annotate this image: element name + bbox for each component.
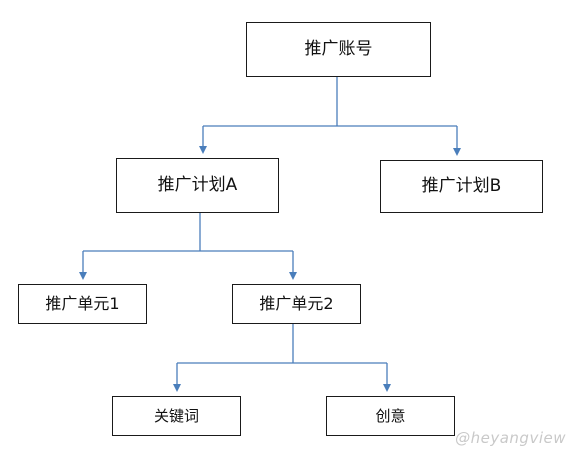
node-label: 推广计划A [157,175,238,195]
node-label: 推广账号 [304,39,373,59]
node-label: 推广单元2 [259,294,334,313]
node-promotion-account: 推广账号 [246,22,431,77]
node-label: 推广单元1 [45,294,120,313]
node-promotion-plan-a: 推广计划A [116,158,279,213]
node-label: 推广计划B [421,176,502,196]
node-promotion-plan-b: 推广计划B [380,160,543,213]
node-label: 创意 [375,406,406,425]
node-label: 关键词 [153,406,199,425]
watermark: @heyangview [455,429,566,447]
node-promotion-unit-2: 推广单元2 [232,284,361,324]
node-promotion-unit-1: 推广单元1 [18,284,147,324]
node-creative: 创意 [326,396,455,436]
node-keyword: 关键词 [112,396,241,436]
